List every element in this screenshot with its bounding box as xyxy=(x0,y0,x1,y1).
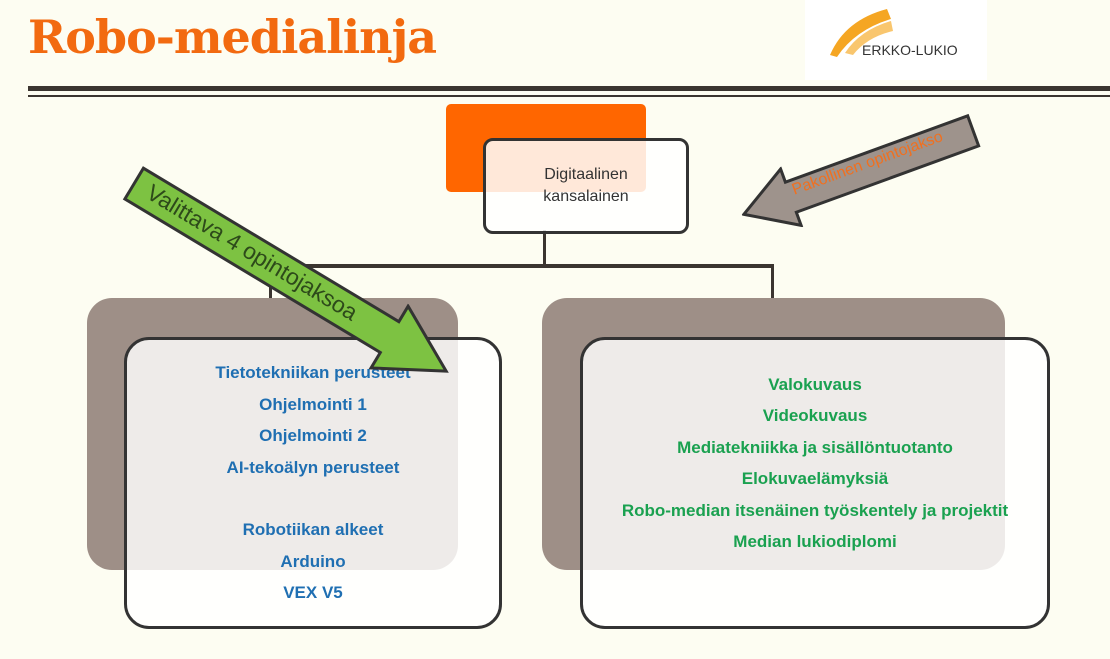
top-box-line: Digitaalinen xyxy=(544,166,628,183)
course-item: Robotiikan alkeet xyxy=(242,520,384,540)
course-item: Mediatekniikka ja sisällöntuotanto xyxy=(677,437,953,457)
course-item: Tietotekniikan perusteet xyxy=(215,363,411,383)
course-item: VEX V5 xyxy=(283,583,343,603)
connector-line xyxy=(543,230,546,266)
media-courses-box: Valokuvaus Videokuvaus Mediatekniikka ja… xyxy=(580,337,1050,629)
course-item: Ohjelmointi 2 xyxy=(259,426,367,446)
slide-title: Robo-medialinja xyxy=(28,10,437,64)
logo-mark-icon xyxy=(830,9,893,57)
course-item: Valokuvaus xyxy=(768,374,862,394)
course-item: Robo-median itsenäinen työskentely ja pr… xyxy=(621,500,1009,520)
course-item: Arduino xyxy=(280,551,346,571)
course-item: Videokuvaus xyxy=(762,406,868,425)
digital-citizen-box: Digitaalinen kansalainen xyxy=(483,138,689,234)
course-item: Ohjelmointi 1 xyxy=(259,394,367,414)
connector-line xyxy=(771,264,774,298)
green-arrow: Valittava 4 opintojaksoa xyxy=(110,150,469,410)
course-item: Elokuvaelämyksiä xyxy=(741,469,889,488)
divider-thick xyxy=(28,86,1110,91)
course-item: Median lukiodiplomi xyxy=(733,532,897,551)
connector-line xyxy=(270,264,774,268)
logo-text: ERKKO-LUKIO xyxy=(862,42,958,58)
divider-thin xyxy=(28,95,1110,97)
logo xyxy=(805,0,987,80)
arrow-left-icon xyxy=(741,113,981,228)
top-box-line: kansalainen xyxy=(543,188,629,205)
course-item: AI-tekoälyn perusteet xyxy=(226,457,400,477)
elective-courses-box: Tietotekniikan perusteet Ohjelmointi 1 O… xyxy=(124,337,502,629)
arrow-right-icon xyxy=(122,166,449,373)
